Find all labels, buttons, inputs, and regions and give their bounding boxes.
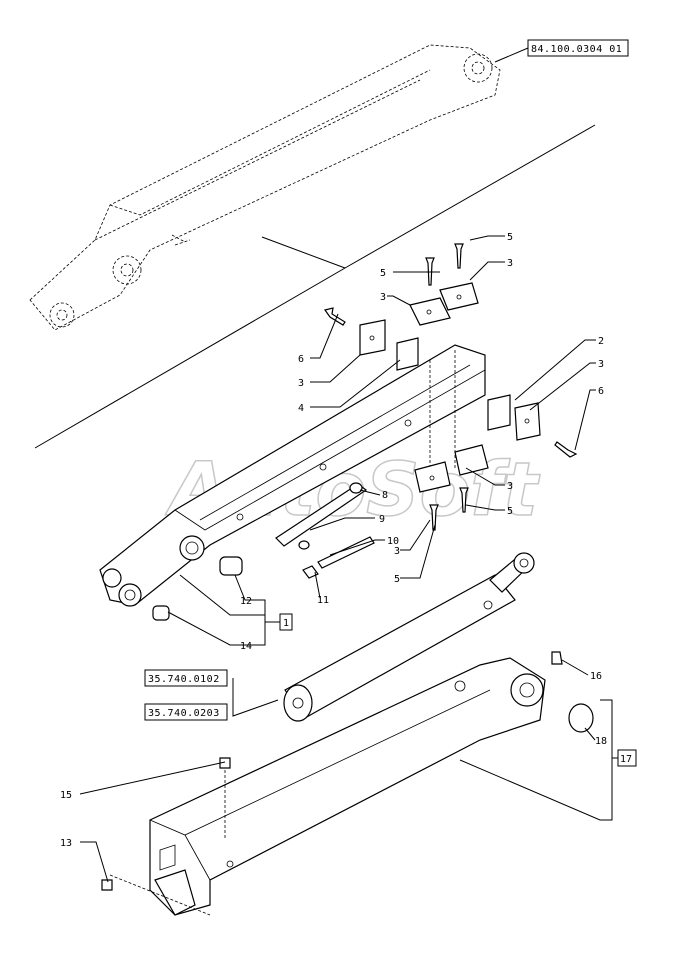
wear-pads	[359, 282, 541, 493]
callout-6-right: 6	[598, 386, 604, 397]
callout-2: 2	[598, 336, 604, 347]
cyl-ref-1-text: 35.740.0102	[148, 674, 220, 685]
bushing-14	[152, 605, 170, 621]
bushing-18	[568, 703, 594, 733]
pin-9	[275, 483, 368, 547]
callout-16: 16	[590, 671, 602, 682]
reference-box-boom[interactable]: 84.100.0304 01	[527, 39, 629, 57]
wear-pad-h	[454, 444, 489, 476]
callout-3-lower: 3	[507, 481, 513, 492]
inner-boom	[99, 344, 486, 607]
kit-1-text: 1	[283, 618, 289, 629]
callout-5-lower: 5	[507, 506, 513, 517]
callout-4: 4	[298, 403, 304, 414]
outer-boom-outline	[29, 44, 501, 331]
screw-right	[554, 441, 578, 458]
wear-pad-e	[487, 394, 511, 431]
screws	[323, 243, 578, 531]
callout-13: 13	[60, 838, 72, 849]
callout-5-mid: 5	[380, 268, 386, 279]
callout-3-top: 3	[507, 258, 513, 269]
wear-pad-c	[359, 319, 386, 356]
callout-10: 10	[387, 536, 399, 547]
grease-nipple-16	[551, 651, 563, 665]
reference-box-cylinder-2[interactable]: 35.740.0203	[144, 703, 228, 721]
kit-box-17: 17	[617, 749, 637, 767]
callout-5-bottom: 5	[394, 574, 400, 585]
washer-9	[298, 540, 310, 550]
reference-box-cylinder-1[interactable]: 35.740.0102	[144, 669, 228, 687]
section-divider	[34, 124, 596, 449]
callout-3-left: 3	[298, 378, 304, 389]
cyl-ref-2-text: 35.740.0203	[148, 708, 220, 719]
callout-3-right: 3	[598, 359, 604, 370]
callout-3-bottom: 3	[394, 546, 400, 557]
callout-numbers: 2 3 3 3 3 3 3 4 5 5 5 5 6 6 8 9 10 11 12…	[60, 232, 607, 849]
wear-pad-g	[414, 461, 451, 493]
screw-left	[323, 307, 346, 326]
wear-pad-d	[396, 337, 419, 371]
screw-lower-left	[429, 504, 439, 531]
grease-nipple-15	[219, 757, 231, 769]
pin-11	[302, 565, 319, 579]
small-hardware	[101, 651, 594, 891]
pins-and-bushings	[152, 482, 375, 621]
callout-3-pad: 3	[380, 292, 386, 303]
screw-lower-right	[459, 487, 469, 513]
wear-pad-f	[514, 402, 541, 441]
outer-boom	[109, 657, 546, 916]
callout-6-left: 6	[298, 354, 304, 365]
kit-box-1: 1	[279, 613, 293, 631]
callout-5-top: 5	[507, 232, 513, 243]
bolt-13	[101, 879, 113, 891]
callout-15: 15	[60, 790, 72, 801]
callout-14: 14	[240, 641, 252, 652]
callout-8: 8	[382, 490, 388, 501]
wear-pad-b	[439, 282, 479, 311]
bushing-12	[219, 556, 243, 576]
callout-12: 12	[240, 596, 252, 607]
pin-10	[317, 536, 375, 569]
callout-11: 11	[317, 595, 329, 606]
leader-lines	[79, 47, 618, 883]
callout-18: 18	[595, 736, 607, 747]
boom-cylinder	[283, 552, 535, 722]
bushing-8	[349, 482, 363, 494]
wear-pad-a	[409, 297, 451, 326]
kit-17-text: 17	[620, 754, 632, 765]
boom-ref-text: 84.100.0304 01	[531, 44, 622, 55]
screw-top-right	[454, 243, 464, 269]
callout-9: 9	[379, 514, 385, 525]
